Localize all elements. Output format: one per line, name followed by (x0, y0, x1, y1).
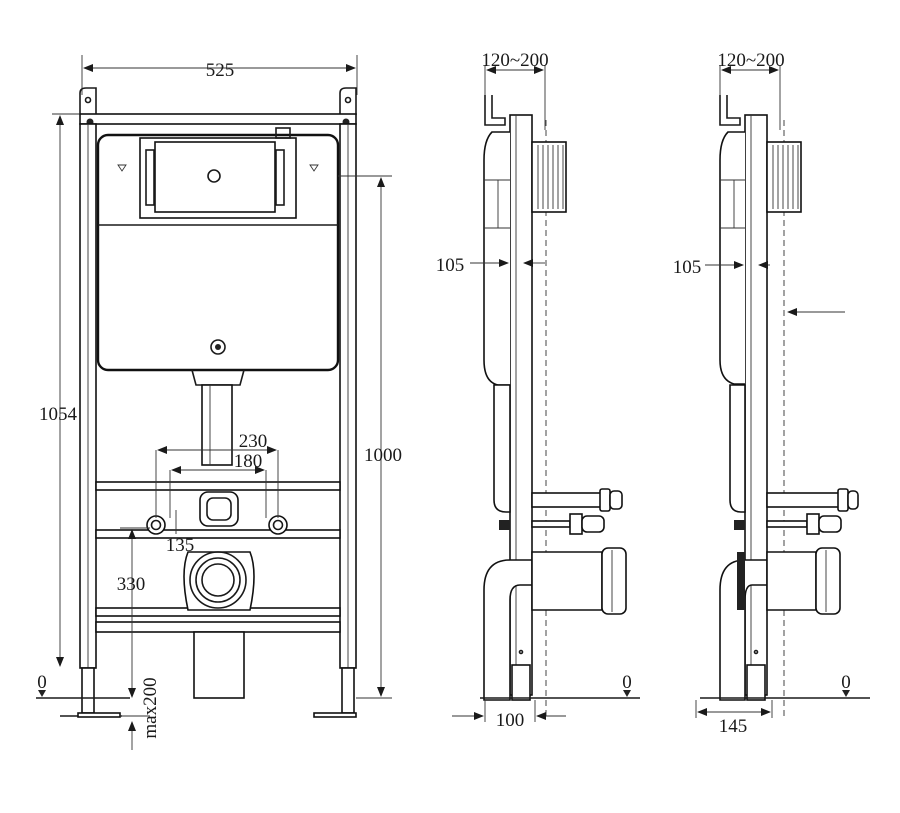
side2-offset-label: 105 (673, 257, 702, 278)
side1-base-depth-label: 100 (496, 710, 525, 731)
side2-base-depth-label: 145 (719, 716, 748, 737)
side1-offset-label: 105 (436, 255, 465, 276)
side-view-2: 120~200 (673, 50, 870, 737)
adjust-range-label: max200 (140, 677, 161, 738)
inner-spacing-label: 180 (234, 451, 263, 472)
side2-floor-label: 0 (841, 672, 851, 693)
side2-depth-label: 120~200 (717, 50, 784, 71)
front-view: 525 (36, 55, 402, 750)
total-height-label: 1054 (39, 404, 78, 425)
floor-level-label: 0 (37, 672, 47, 693)
waste-height-label: 330 (117, 574, 146, 595)
cistern-height-label: 1000 (364, 445, 402, 466)
side1-floor-label: 0 (622, 672, 632, 693)
pipe-height-label: 135 (166, 535, 195, 556)
side-view-1: 120~200 (436, 50, 640, 731)
width-dimension-label: 525 (206, 60, 235, 81)
side1-depth-label: 120~200 (481, 50, 548, 71)
outer-spacing-label: 230 (239, 431, 268, 452)
